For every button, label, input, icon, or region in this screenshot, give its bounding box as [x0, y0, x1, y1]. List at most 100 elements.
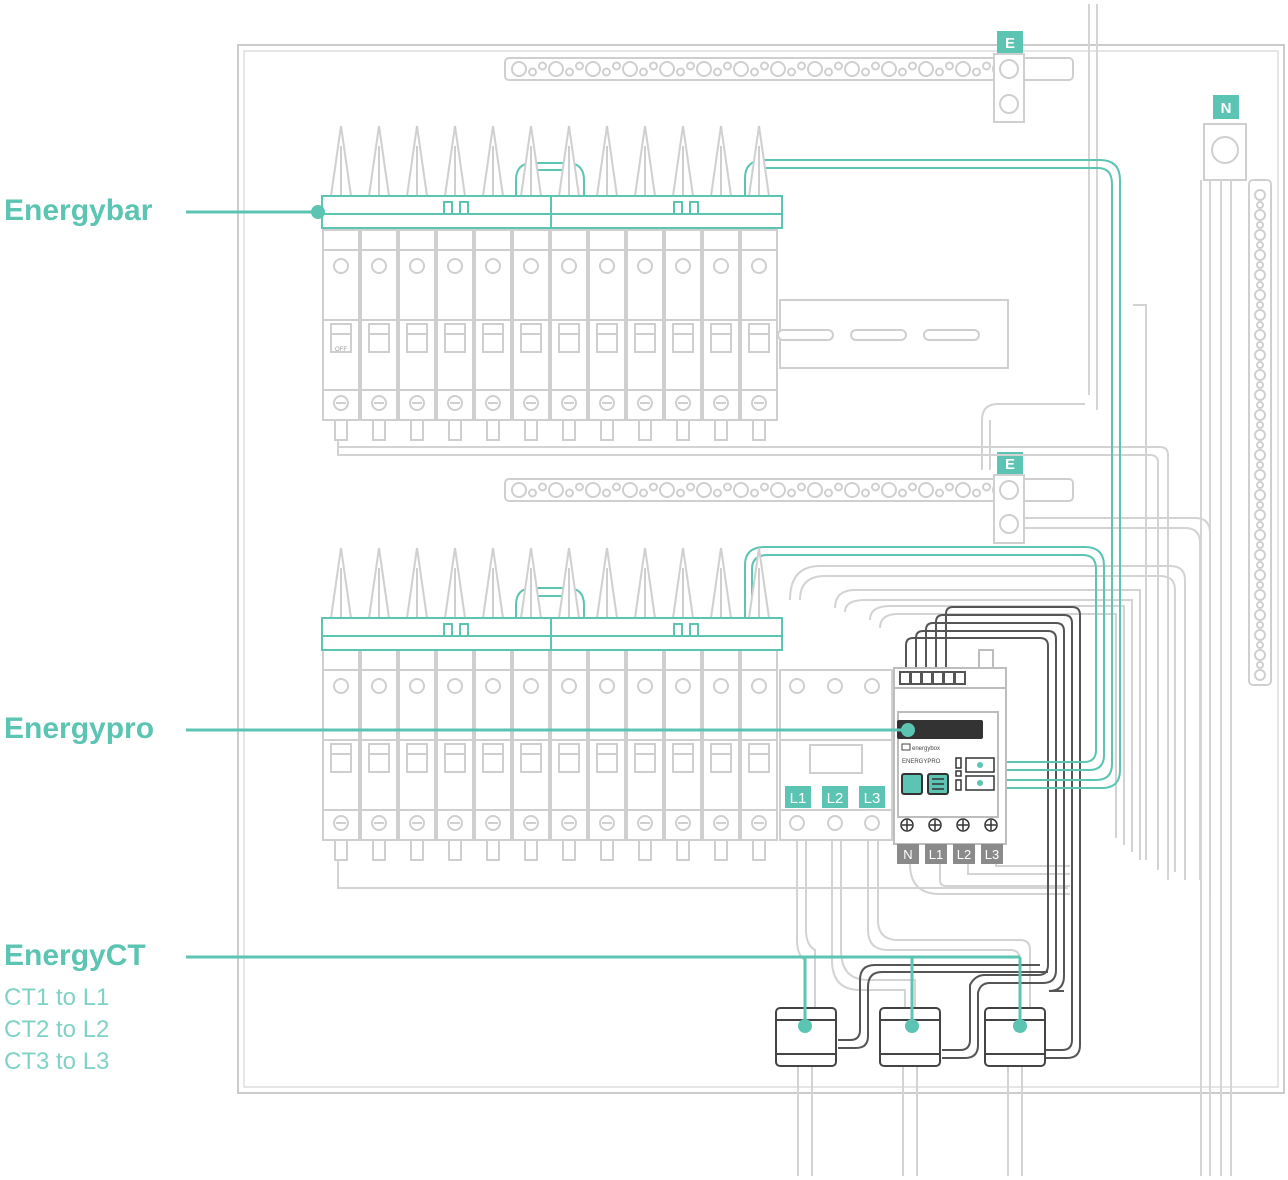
phase-tag-l2: L2 [827, 790, 844, 807]
bus-hole [787, 488, 796, 498]
bus-hole [908, 482, 917, 492]
neutral-bar [1200, 123, 1272, 1176]
bus-hole [622, 61, 638, 77]
bus-hole [760, 61, 769, 71]
bus-hole [649, 482, 658, 492]
three-pole-breaker [779, 669, 893, 841]
bus-hole [565, 488, 574, 498]
bus-hole [575, 61, 584, 71]
neutral-tag-label: N [1221, 100, 1232, 117]
bus-hole [844, 61, 860, 77]
ct-3 [984, 1007, 1046, 1067]
internal-wiring [337, 304, 1211, 1176]
bus-hole [1256, 621, 1264, 629]
bus-hole [955, 482, 971, 498]
bus-hole [1254, 409, 1266, 421]
bus-hole [1254, 529, 1266, 541]
bus-hole [807, 61, 823, 77]
phase-tag-l3: L3 [864, 790, 881, 807]
breaker-module [398, 229, 436, 441]
bus-hole [898, 488, 907, 498]
bus-hole [696, 482, 712, 498]
bus-hole [1254, 549, 1266, 561]
device-brand: energybox [912, 746, 940, 752]
breaker-module [702, 649, 740, 861]
earth-tag-top: E [997, 31, 1023, 53]
bus-hole [935, 488, 944, 498]
bus-hole [1254, 369, 1266, 381]
bus-hole [834, 482, 843, 492]
breaker-module [702, 229, 740, 441]
bus-hole [881, 482, 897, 498]
bus-hole [807, 482, 823, 498]
bus-hole [871, 61, 880, 71]
breaker-module [550, 649, 588, 861]
breaker-module [322, 649, 360, 861]
breaker-module [626, 229, 664, 441]
bus-hole [1256, 261, 1264, 269]
bus-hole [649, 61, 658, 71]
bus-hole [1256, 641, 1264, 649]
bus-hole [824, 67, 833, 77]
device-button-left[interactable] [901, 773, 923, 795]
energypro-device: energybox ENERGYPRO N L1 L2 [893, 649, 1007, 864]
ct2-assignment: CT2 to L2 [4, 1016, 110, 1043]
breaker-module [740, 229, 778, 441]
bus-hole [528, 67, 537, 77]
bus-hole [602, 488, 611, 498]
bus-hole [1254, 389, 1266, 401]
breaker-module [550, 229, 588, 441]
bus-hole [770, 61, 786, 77]
phase-tag-l1: L1 [790, 790, 807, 807]
bus-hole [733, 482, 749, 498]
bus-hole [955, 61, 971, 77]
bus-hole [982, 61, 991, 71]
bus-hole [696, 61, 712, 77]
breaker-module [360, 229, 398, 441]
bus-hole [1254, 329, 1266, 341]
earth-bar-middle [504, 474, 1074, 544]
breaker-row-lower [321, 547, 893, 861]
breaker-module [512, 229, 550, 441]
bus-hole [1256, 661, 1264, 669]
bus-hole [945, 482, 954, 492]
bus-hole [844, 482, 860, 498]
bus-hole [1256, 561, 1264, 569]
ct-2 [879, 1007, 941, 1067]
terminal-n: N [903, 847, 912, 862]
bus-hole [1256, 241, 1264, 249]
bus-hole [659, 61, 675, 77]
bus-hole [1254, 649, 1266, 661]
earth-tag-middle-label: E [1005, 456, 1015, 473]
bus-hole [797, 61, 806, 71]
bus-hole [871, 482, 880, 492]
terminal-l3: L3 [985, 847, 999, 862]
bus-hole [1256, 341, 1264, 349]
breaker-module [740, 649, 778, 861]
bus-hole [1254, 669, 1266, 681]
bus-hole [612, 482, 621, 492]
energybar-lower [321, 617, 783, 651]
bus-hole [1254, 289, 1266, 301]
bus-hole [861, 488, 870, 498]
bus-hole [935, 67, 944, 77]
breaker-module [588, 229, 626, 441]
bus-hole [686, 482, 695, 492]
breaker-row-upper: OFF [321, 125, 1009, 441]
bus-hole [528, 488, 537, 498]
bus-hole [1254, 349, 1266, 361]
bus-hole [1256, 361, 1264, 369]
bus-hole [1256, 281, 1264, 289]
bus-hole [1254, 569, 1266, 581]
enclosure [237, 44, 1285, 1094]
breaker-module [398, 649, 436, 861]
bus-hole [1256, 481, 1264, 489]
breaker-module [626, 649, 664, 861]
bus-hole [511, 482, 527, 498]
bus-hole [585, 61, 601, 77]
bus-hole [918, 482, 934, 498]
callout-leaders [186, 205, 1027, 1033]
bus-hole [1254, 509, 1266, 521]
bus-hole [1256, 421, 1264, 429]
breaker-module [436, 229, 474, 441]
